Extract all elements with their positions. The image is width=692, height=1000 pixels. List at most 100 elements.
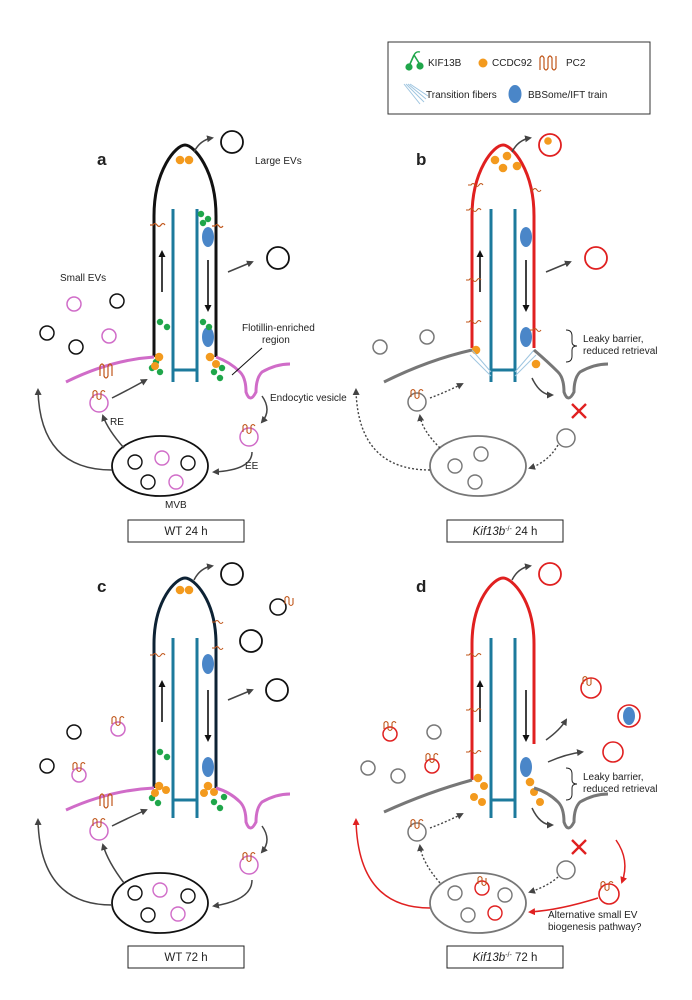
panel-a-pc2-membrane [99, 363, 113, 379]
panel-d-re [407, 822, 427, 842]
panel-a-bbsome-top [202, 227, 214, 247]
legend-kif13b-label: KIF13B [428, 58, 462, 69]
panel-d-caption: Kif13b-/- 72 h [473, 952, 538, 964]
panel-d-cilium-membrane [470, 576, 536, 780]
panel-d-blocked-icon [571, 839, 587, 855]
panel-c-cilium-membrane [152, 576, 218, 788]
panel-a-endocytic-label: Endocytic vesicle [270, 393, 347, 404]
panel-d: d [352, 562, 657, 969]
panel-a-ccdc92-base [151, 352, 220, 370]
panel-d-ccdc92-base [470, 773, 544, 806]
panel-b-ccdc92-tip [490, 151, 522, 173]
panel-a-release-arrow-tip [193, 135, 214, 153]
panel-c-large-ev-4 [265, 678, 289, 702]
panel-b-mvb-ilvs [447, 446, 489, 490]
panel-d-bbsome [520, 757, 532, 777]
panel-c-pc2-cilium [150, 619, 224, 658]
panel-c-ccdc92-tip [175, 585, 194, 595]
panel-b-pc2-cilium [466, 182, 542, 333]
panel-b-re [407, 392, 427, 412]
panel-b-leaky-label-1: Leaky barrier, [583, 334, 644, 345]
panel-a-mvb-release-arrow [34, 388, 113, 471]
panel-a-mvb-to-ee-arrow [212, 451, 253, 476]
panel-d-ee [556, 860, 576, 880]
panel-c-release-arrow-tip [193, 563, 214, 581]
panel-d-axoneme [489, 638, 517, 818]
panel-a-re-label: RE [110, 417, 124, 428]
panel-a-pc2-cilium-2 [212, 223, 224, 229]
panel-c-re-arrow [111, 808, 148, 827]
panel-a-flotillin-label-2: region [262, 335, 290, 346]
panel-c-bbsome-bottom [202, 757, 214, 777]
panel-a-mvb-to-re-arrow [101, 414, 125, 449]
panel-b-large-ev [538, 133, 562, 157]
bbsome-icon [508, 85, 522, 103]
panel-c: c [34, 562, 294, 969]
panel-d-letter: d [416, 577, 426, 596]
panel-b-re-arrow [429, 383, 464, 399]
panel-a-letter: a [97, 150, 107, 169]
panel-d-re-arrow [429, 813, 464, 829]
panel-d-leaky-bracket [565, 767, 578, 801]
panel-d-release-arrow-tip [511, 563, 532, 581]
panel-a-bbsome-bottom [202, 327, 214, 347]
panel-d-ee-to-mvb-arrow [528, 876, 559, 894]
panel-d-large-ev-3 [617, 704, 641, 728]
panel-d-mvb-to-re-arrow [417, 844, 441, 884]
legend-pc2-label: PC2 [566, 58, 586, 69]
panel-d-large-ev [538, 562, 562, 586]
panel-a-flotillin-pointer [231, 347, 263, 376]
panel-b-bbsome-top [520, 227, 532, 247]
panel-a-ee-label: EE [245, 461, 259, 472]
panel-b-endocytosis-arrow [531, 377, 554, 399]
panel-b-caption-box [446, 519, 564, 543]
panel-c-caption-box [127, 945, 245, 969]
panel-d-mvb-release-arrow [352, 818, 431, 909]
panel-a-mvb [111, 435, 209, 497]
panel-d-small-evs [360, 724, 442, 784]
panel-c-ee [239, 855, 259, 875]
panel-a-axoneme [171, 209, 199, 382]
panel-a-small-evs [39, 293, 125, 355]
panel-c-large-ev [220, 562, 244, 586]
legend-transition-fibers-label: Transition fibers [426, 90, 497, 101]
panel-a-mvb-label: MVB [165, 500, 187, 511]
transition-fibers-icon [403, 83, 429, 105]
panel-a-ccdc92-tip [175, 155, 194, 165]
panel-d-pc2-cilium [466, 652, 482, 755]
panel-c-mvb-release-arrow [34, 818, 113, 906]
legend-ccdc92-label: CCDC92 [492, 58, 532, 69]
panel-c-small-evs [39, 721, 126, 783]
panel-b-leaky-bracket [565, 329, 578, 363]
panel-c-letter: c [97, 577, 106, 596]
panel-a-small-evs-label: Small EVs [60, 273, 106, 284]
panel-b-letter: b [416, 150, 426, 169]
panel-d-large-ev-arrow [545, 718, 568, 741]
panel-d-alt-label-2: biogenesis pathway? [548, 922, 642, 933]
legend-box [387, 41, 651, 115]
panel-a-caption: WT 24 h [164, 526, 207, 538]
panel-d-leaky-label-2: reduced retrieval [583, 784, 657, 795]
panel-a-plasma-membrane [65, 355, 291, 400]
legend-bbsome-label: BBSome/IFT train [528, 90, 607, 101]
panel-c-pc2-membrane [99, 793, 113, 809]
panel-a-re [89, 393, 109, 413]
panel-c-bbsome-top [202, 654, 214, 674]
panel-a: a [34, 130, 347, 543]
panel-b-plasma-membrane [383, 348, 609, 400]
panel-d-alt-label-1: Alternative small EV [548, 910, 638, 921]
kif13b-icon [405, 51, 424, 71]
panel-b-bbsome-bottom [520, 327, 532, 347]
panel-c-mvb [111, 872, 209, 934]
panel-b-leaky-label-2: reduced retrieval [583, 346, 657, 357]
panel-c-re [89, 821, 109, 841]
panel-b-axoneme [489, 209, 517, 382]
panel-d-endocytosis-arrow [531, 807, 554, 829]
panel-b: b [352, 133, 657, 543]
panel-a-cilium-membrane [152, 143, 218, 357]
panel-b-cilium-membrane [470, 143, 536, 348]
panel-a-large-ev [220, 130, 244, 154]
panel-d-plasma-membrane [383, 778, 609, 830]
panel-d-alt-arrow [615, 839, 627, 884]
